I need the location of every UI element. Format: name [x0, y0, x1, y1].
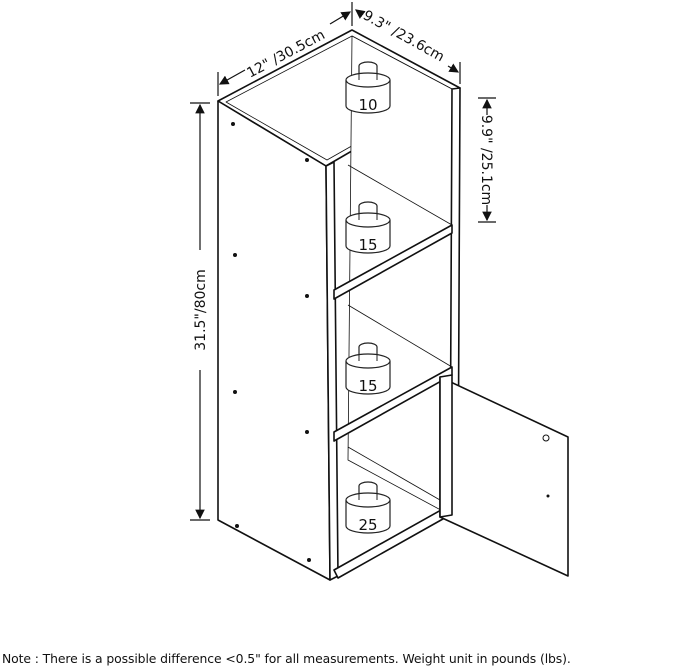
total-height-dimension: 31.5"/80cm [193, 269, 209, 350]
weight-label: 15 [358, 377, 377, 395]
weight-label: 15 [358, 236, 377, 254]
cabinet-door-open [439, 376, 569, 577]
weight-label: 25 [358, 516, 377, 534]
peg-holes [231, 122, 550, 562]
weight-icon: 25 [345, 481, 391, 534]
weight-label: 10 [358, 96, 377, 114]
weight-icon: 15 [345, 201, 391, 254]
cabinet-side-panel [217, 100, 331, 581]
dimension-lines [190, 2, 496, 521]
measurement-note: Note : There is a possible difference <0… [2, 651, 571, 666]
weight-icon: 15 [345, 342, 391, 395]
weight-icon: 10 [345, 61, 391, 114]
shelf-height-dimension: 9.9" /25.1cm [478, 115, 494, 205]
